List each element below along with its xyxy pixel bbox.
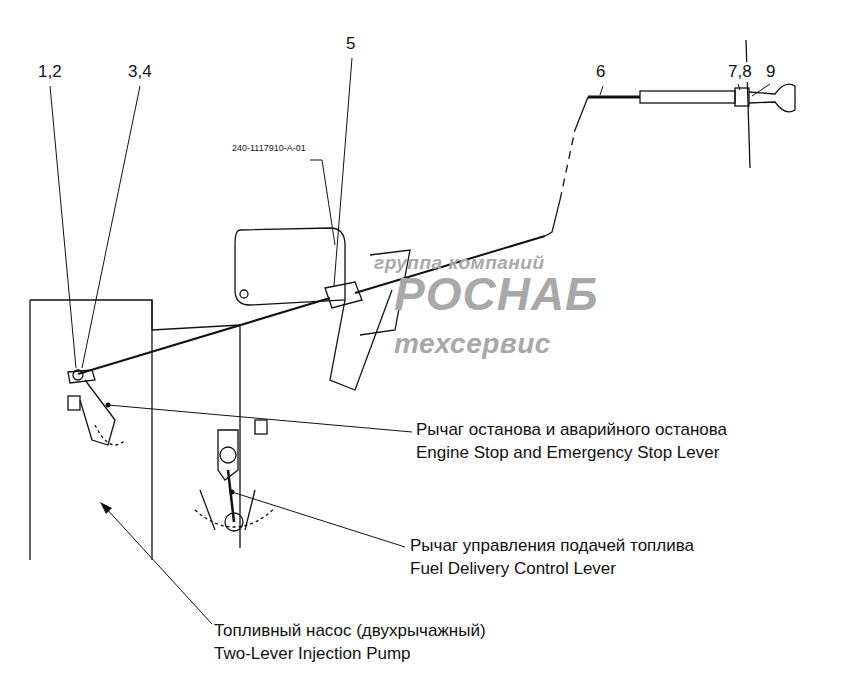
part-caption: Топливный насос (двухрычажный) <box>212 621 488 641</box>
callout-number: 5 <box>344 34 357 54</box>
callout-number: 9 <box>764 62 777 82</box>
watermark-text: техсервис <box>392 328 553 360</box>
part-caption: Engine Stop and Emergency Stop Lever <box>414 443 721 463</box>
callout-number: 6 <box>594 62 607 82</box>
callout-number: 1,2 <box>36 62 64 82</box>
part-number: 240-1117910-A-01 <box>230 143 308 153</box>
part-caption: Рычаг управления подачей топлива <box>408 536 696 556</box>
callout-number: 3,4 <box>126 62 154 82</box>
part-caption: Two-Lever Injection Pump <box>212 644 413 664</box>
part-caption: Рычаг останова и аварийного останова <box>414 420 729 440</box>
watermark-text: РОСНАБ <box>392 268 601 321</box>
part-caption: Fuel Delivery Control Lever <box>408 559 618 579</box>
callout-number: 7,8 <box>726 62 754 82</box>
